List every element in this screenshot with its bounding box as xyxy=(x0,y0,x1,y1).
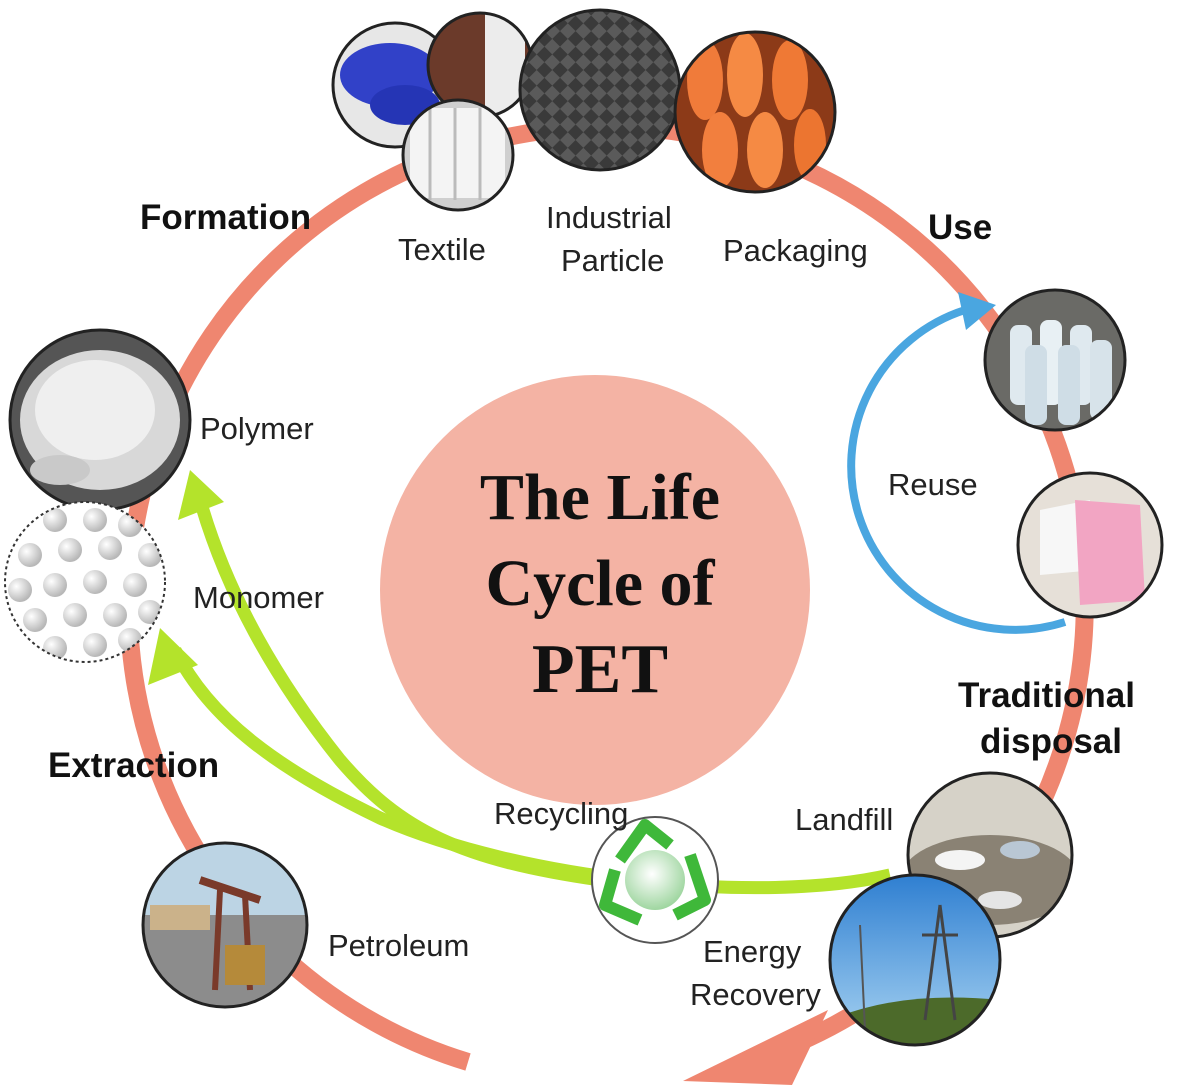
polymer-photo xyxy=(8,328,192,512)
energy-recovery-photo xyxy=(828,873,1002,1047)
polymer-label: Polymer xyxy=(200,411,314,446)
bottles-photo xyxy=(983,288,1127,432)
landfill-label: Landfill xyxy=(795,802,894,837)
packaging-photo xyxy=(673,30,837,194)
recycling-arrow-to-polymer xyxy=(193,498,601,887)
petroleum-photo xyxy=(141,841,309,1009)
stage-use-label: Use xyxy=(928,208,993,247)
center-title-line-1: The Life xyxy=(479,461,721,534)
industrial-label: Industrial xyxy=(546,200,672,235)
textile-photos xyxy=(331,11,534,212)
stage-extraction-label: Extraction xyxy=(48,746,220,785)
reuse-arrowhead xyxy=(958,292,996,330)
bags-photo xyxy=(1016,471,1164,619)
center-title-line-3: PET xyxy=(531,631,669,708)
petroleum-label: Petroleum xyxy=(328,928,470,963)
recycle-icon xyxy=(591,816,719,944)
life-cycle-arrowhead xyxy=(683,1010,828,1085)
center-title: The Life Cycle of PET xyxy=(400,455,800,713)
reuse-arrow xyxy=(847,306,1067,634)
monomer-illustration xyxy=(4,501,166,663)
monomer-label: Monomer xyxy=(193,580,324,615)
recycling-arrowhead-polymer xyxy=(178,470,224,520)
recycling-label: Recycling xyxy=(494,796,629,831)
recovery-label: Recovery xyxy=(690,977,821,1012)
particle-label: Particle xyxy=(561,243,665,278)
landfill-photo xyxy=(906,771,1074,939)
industrial-particle-photo xyxy=(518,8,682,172)
packaging-label: Packaging xyxy=(723,233,868,268)
recycling-arrowhead-monomer xyxy=(148,628,198,685)
center-title-line-2: Cycle of xyxy=(485,547,715,620)
stage-formation-label: Formation xyxy=(140,198,312,237)
stage-disposal-label: disposal xyxy=(980,722,1122,761)
center-circle xyxy=(380,375,810,805)
energy-label: Energy xyxy=(703,934,802,969)
textile-label: Textile xyxy=(398,232,486,267)
stage-traditional-label: Traditional xyxy=(958,676,1135,715)
reuse-label: Reuse xyxy=(888,467,978,502)
